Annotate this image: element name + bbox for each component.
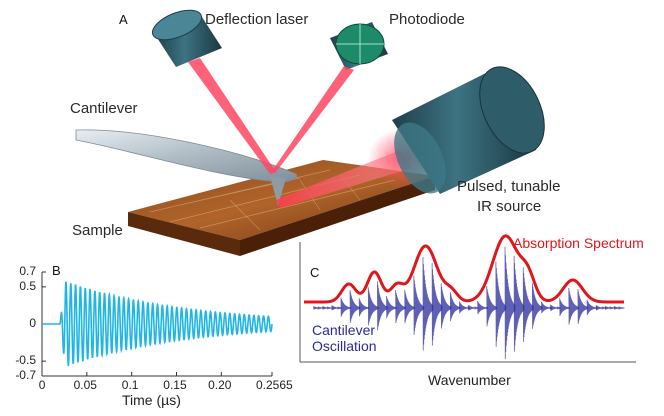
panel-c-oscillation-burst [449,292,461,322]
panel-c-oscillation-burst [614,306,625,311]
panel-b-y-tick-label: 0 [29,316,36,330]
ir-source-label-line2: IR source [477,198,542,215]
panel-c-oscillation-burst [331,305,343,311]
panel-c-absorption-legend: Absorption Spectrum [513,235,644,251]
photodiode-label: Photodiode [389,11,465,28]
panel-c-oscillation-burst [413,275,425,335]
panel-a-letter: A [119,12,128,27]
photodiode-icon [330,22,388,70]
deflection-laser-label: Deflection laser [205,11,309,28]
panel-c-oscillation-burst [367,287,379,326]
panel-c-oscillation-burst [559,298,571,317]
panel-c-oscillation-burst [504,246,516,360]
panel-c-oscillation-burst [313,306,324,311]
panel-c-oscillation-burst [322,306,333,310]
panel-c-oscillation-burst [422,257,434,351]
panel-b-x-tick-label: 0.1 [121,378,139,392]
ir-source-label-line1: Pulsed, tunable [457,178,561,195]
panel-c-oscillation-burst [404,289,416,324]
panel-c-oscillation-burst [595,305,607,311]
panel-c-oscillation-burst [486,286,498,327]
panel-c-oscillation-burst [349,290,361,323]
panel-c-oscillation-burst [495,261,507,347]
panel-c-oscillation-burst [577,289,589,324]
panel-b-letter: B [52,263,61,278]
panel-c-cantilever-oscillation-series [313,246,625,360]
panel-c-oscillation-burst [541,301,552,314]
panel-b-x-tick-label: 0.20 [208,378,232,392]
panel-b-x-tick-label: 0 [38,378,46,392]
panel-c-axes [299,242,636,363]
panel-c-oscillation-burst [459,301,470,314]
panel-c-x-axis-label: Wavenumber [428,372,511,388]
panel-c-oscillation-burst [513,255,525,352]
cantilever-body [75,129,298,206]
panel-b-x-tick-label: 0.2565 [256,378,293,392]
panel-b-x-tick-label: 0.15 [163,378,187,392]
panel-b-y-tick-label: -0.7 [15,368,36,382]
panel-b-signal-line [42,281,273,367]
panel-c-oscillation-burst [431,263,443,346]
panel-c-oscillation-burst [358,298,370,317]
panel-c-oscillation-burst [477,300,489,315]
sample-label: Sample [72,222,123,239]
panel-b-x-axis-label: Time (µs) [122,392,181,408]
panel-c-oscillation-burst [522,267,534,342]
cantilever-label: Cantilever [70,100,138,117]
panel-c-letter: C [310,265,320,280]
panel-c-oscillation-burst [550,304,561,311]
panel-b-y-tick-label: -0.5 [15,353,36,368]
panel-b-y-tick-label: 0.7 [19,264,36,278]
panel-c-oscillation-burst [340,297,352,317]
panel-c-oscillation-burst [604,306,616,310]
panel-b-x-tick-label: 0.05 [73,378,97,392]
panel-b-y-tick-label: 0.5 [19,278,36,293]
panel-c-oscillation-burst [386,295,397,319]
panel-c-oscillation-burst [395,290,407,324]
panel-c-oscillation-burst [586,299,598,315]
panel-c-oscillation-burst [377,281,388,331]
panel-c-oscillation-burst [468,305,479,311]
deflection-laser-icon [151,9,222,67]
panel-c-oscillation-burst [440,283,452,329]
panel-c-oscillation-burst [568,288,580,325]
panel-c-absorption-spectrum-line [304,234,624,304]
panel-c-oscillation-burst [531,283,543,329]
panel-c-oscillation-legend: Cantilever Oscillation [312,322,377,354]
ir-source-icon [392,66,545,194]
